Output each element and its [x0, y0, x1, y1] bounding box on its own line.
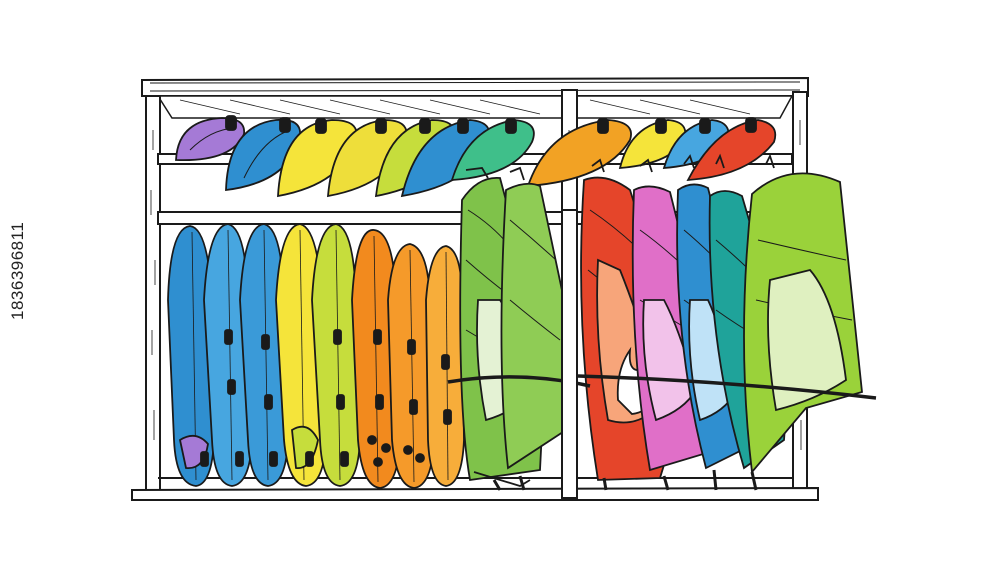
stock-id-label: 1836396811	[8, 221, 27, 320]
top-board-yellow-1	[277, 118, 358, 198]
top-board-yellow-2	[327, 118, 408, 198]
sails	[447, 153, 877, 491]
top-board-blue	[225, 117, 301, 192]
board-orange-3	[425, 245, 465, 487]
sail-green-2	[500, 166, 567, 470]
top-board-green	[450, 118, 535, 181]
top-board-yellow-3	[618, 118, 687, 169]
top-board-red	[686, 117, 777, 182]
top-board-purple	[175, 115, 245, 161]
board-blue-1	[167, 225, 215, 487]
vertical-boards	[167, 223, 465, 489]
board-orange-2	[387, 243, 435, 489]
top-board-orange	[526, 118, 632, 188]
rack-front	[561, 209, 578, 499]
sail-lime	[743, 153, 863, 475]
boom-right	[577, 374, 877, 400]
top-shelf-boards	[175, 115, 777, 198]
board-lime-1	[311, 223, 361, 487]
